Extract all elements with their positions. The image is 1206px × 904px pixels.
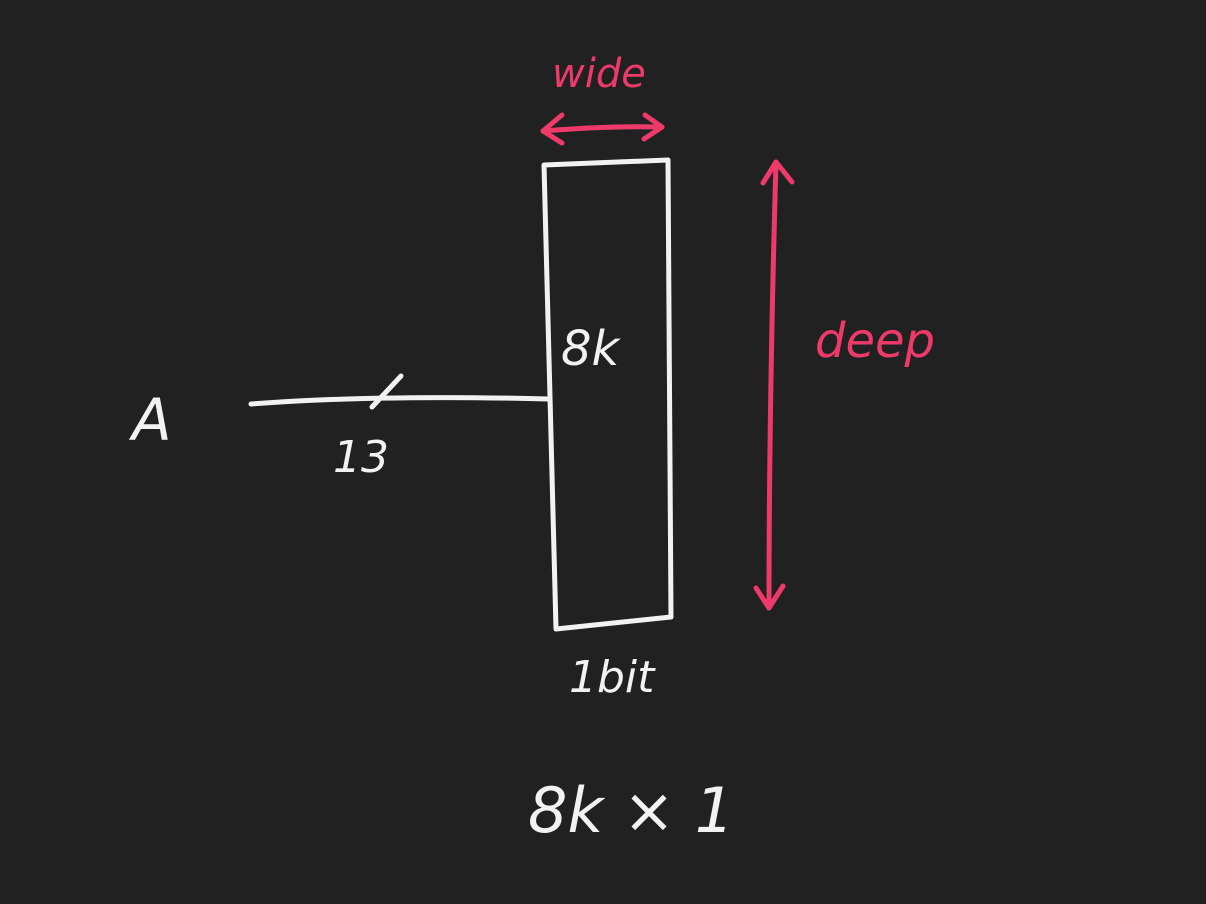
bus-width-label: 13 [333, 432, 389, 483]
organization-label: 8k × 1 [528, 774, 734, 847]
bus-width-slash [369, 373, 404, 410]
memory-depth-label: 8k [561, 321, 622, 377]
address-label: A [128, 386, 172, 454]
width-annotation-label: wide [552, 51, 646, 97]
depth-arrow [753, 159, 795, 611]
width-arrow [540, 112, 665, 146]
word-width-label: 1bit [569, 652, 656, 703]
depth-annotation-label: deep [815, 313, 935, 369]
address-bus-line [248, 395, 551, 407]
memory-block [541, 157, 674, 632]
